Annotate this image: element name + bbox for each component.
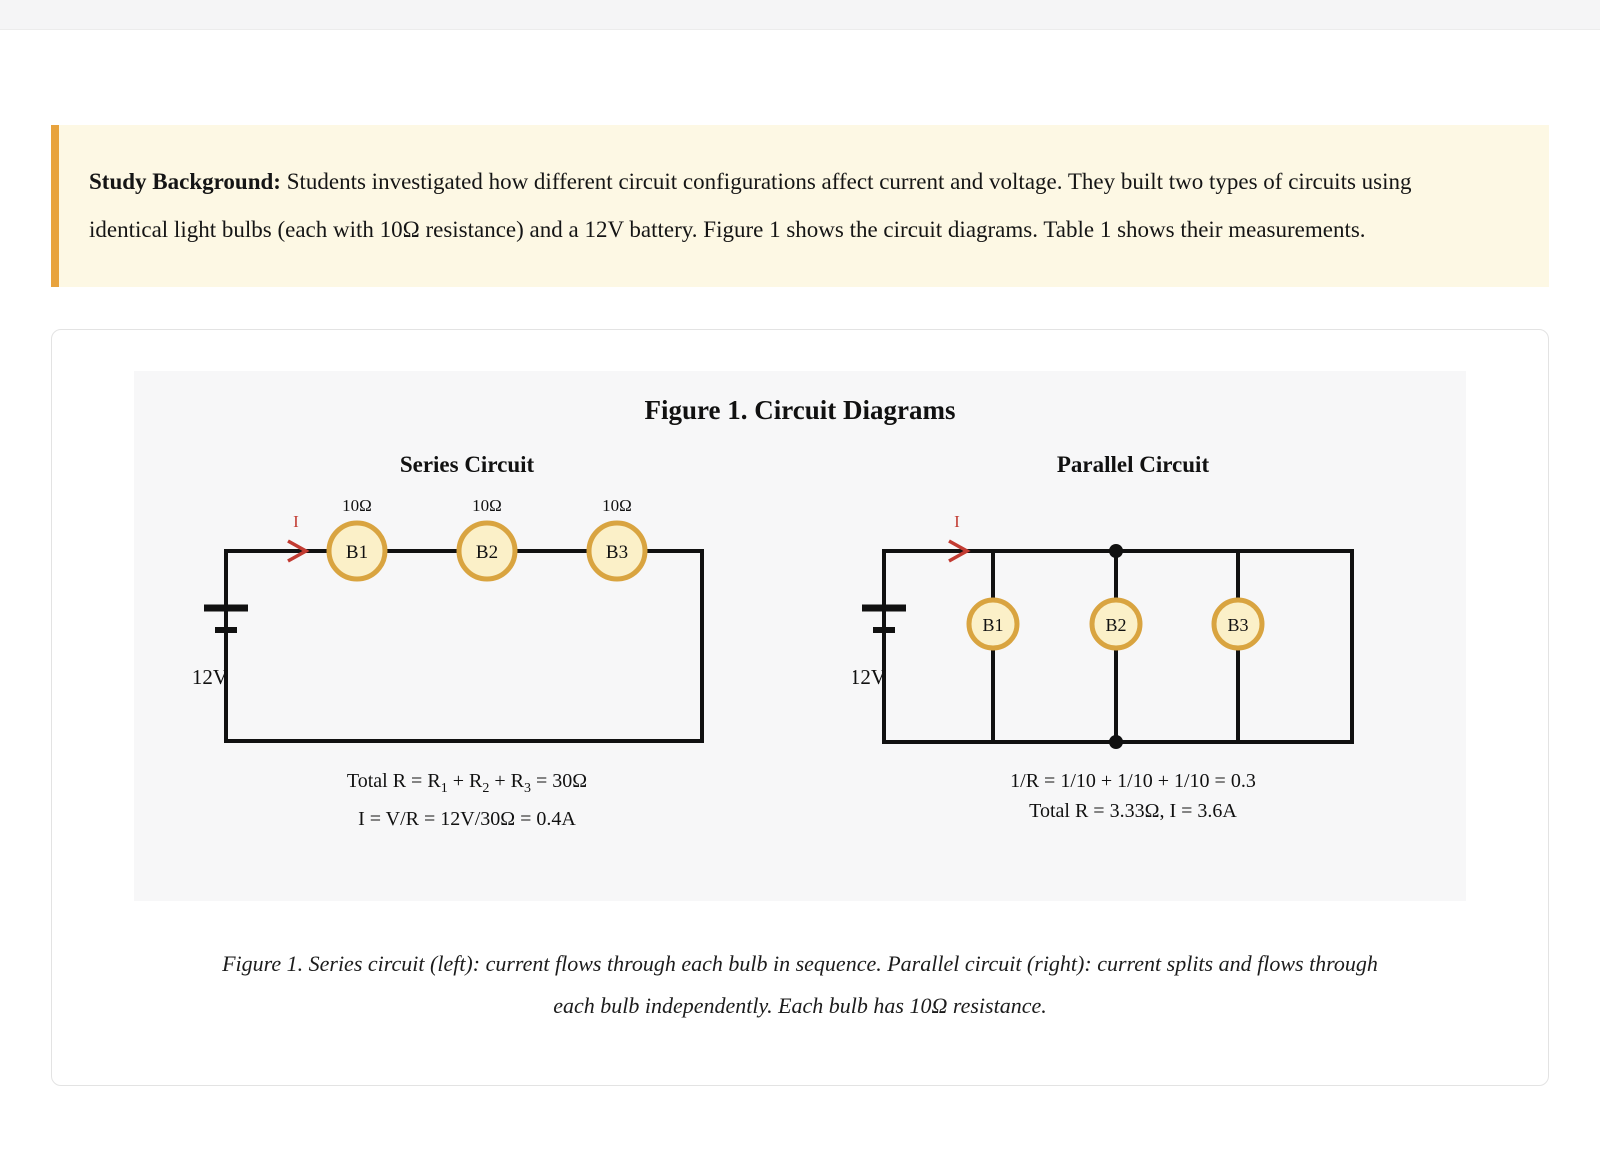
battery-icon xyxy=(862,604,906,633)
series-battery-label: 12V xyxy=(192,665,228,689)
current-arrow-icon xyxy=(948,539,971,563)
bulb-b2-resistance: 10Ω xyxy=(472,496,502,515)
figure-caption: Figure 1. Series circuit (left): current… xyxy=(134,943,1466,1027)
figure-title: Figure 1. Circuit Diagrams xyxy=(644,395,956,425)
bulb-b3-label: B3 xyxy=(606,542,628,563)
figure-caption-line2: each bulb independently. Each bulb has 1… xyxy=(553,993,1047,1018)
parallel-current-label: I xyxy=(954,512,960,531)
bulb-b1-label: B1 xyxy=(982,615,1003,635)
series-circuit-diagram: I 12V B1 10Ω B2 10Ω xyxy=(192,496,704,743)
parallel-circuit-diagram: I 12V B1 B2 xyxy=(853,512,1354,749)
figure-card: Figure 1. Circuit Diagrams Series Circui… xyxy=(51,329,1549,1086)
circuits-row: Series Circuit I 12V xyxy=(134,452,1466,834)
bulb-b3-resistance: 10Ω xyxy=(602,496,632,515)
junction-dot-top xyxy=(1109,544,1123,558)
bulb-b2: B2 xyxy=(1089,597,1143,651)
parallel-formula-line1: 1/R = 1/10 + 1/10 + 1/10 = 0.3 xyxy=(1010,770,1256,792)
bulb-b1-label: B1 xyxy=(346,542,368,563)
study-background-callout: Study Background: Students investigated … xyxy=(51,125,1549,287)
bulb-b1-resistance: 10Ω xyxy=(342,496,372,515)
series-current-label: I xyxy=(293,512,299,531)
current-arrow-icon xyxy=(287,539,310,563)
parallel-battery-label: 12V xyxy=(853,665,886,689)
bulb-b2: B2 10Ω xyxy=(456,496,518,582)
callout-body: Students investigated how different circ… xyxy=(89,169,1412,242)
series-formulas: Total R = R1 + R2 + R3 = 30Ω I = V/R = 1… xyxy=(134,766,800,834)
parallel-formulas: 1/R = 1/10 + 1/10 + 1/10 = 0.3 Total R =… xyxy=(800,766,1466,826)
parallel-formula-line2: Total R = 3.33Ω, I = 3.6A xyxy=(1029,800,1237,822)
parallel-circuit-title: Parallel Circuit xyxy=(1056,452,1210,477)
series-wire-loop xyxy=(224,549,704,743)
top-browser-strip xyxy=(0,0,1600,30)
bulb-b2-label: B2 xyxy=(476,542,498,563)
bulb-b2-label: B2 xyxy=(1105,615,1126,635)
figure-panel: Figure 1. Circuit Diagrams Series Circui… xyxy=(134,371,1466,901)
page-content: Study Background: Students investigated … xyxy=(51,125,1549,1086)
series-formula-line1: Total R = R1 + R2 + R3 = 30Ω xyxy=(346,770,588,796)
bulb-b3-label: B3 xyxy=(1227,615,1248,635)
series-circuit-section: Series Circuit I 12V xyxy=(134,452,800,834)
bulb-b1: B1 xyxy=(966,597,1020,651)
bulb-b3: B3 xyxy=(1211,597,1265,651)
series-circuit-title: Series Circuit xyxy=(399,452,535,477)
junction-dot-bottom xyxy=(1109,735,1123,749)
figure-caption-line1: Figure 1. Series circuit (left): current… xyxy=(222,951,1378,976)
callout-lead: Study Background: xyxy=(89,169,281,194)
parallel-circuit-section: Parallel Circuit xyxy=(800,452,1466,834)
series-formula-line2: I = V/R = 12V/30Ω = 0.4A xyxy=(358,808,576,830)
battery-icon xyxy=(204,604,248,633)
bulb-b3: B3 10Ω xyxy=(586,496,648,582)
bulb-b1: B1 10Ω xyxy=(326,496,388,582)
